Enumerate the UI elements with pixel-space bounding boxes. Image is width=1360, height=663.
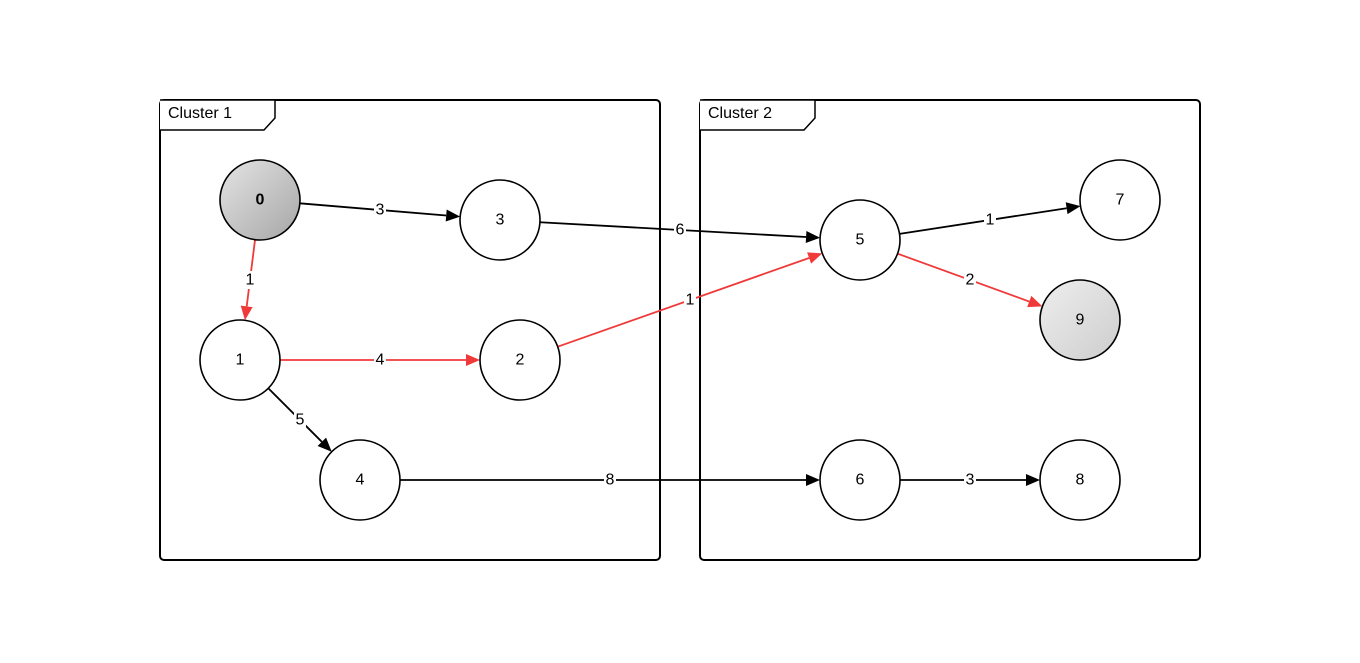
node-8[interactable]: 8 bbox=[1039, 439, 1121, 521]
node-label: 6 bbox=[856, 472, 865, 489]
edge-weight-background bbox=[984, 211, 996, 229]
edge-weight-label: 1 bbox=[246, 272, 255, 289]
node-0[interactable]: 0 bbox=[219, 159, 301, 241]
cluster-1-label: Cluster 1 bbox=[168, 105, 232, 122]
edge-arrowhead bbox=[805, 231, 821, 243]
edge-weight-background bbox=[604, 471, 616, 489]
edge-arrowhead bbox=[317, 437, 332, 452]
edge-line bbox=[299, 202, 447, 217]
edge-1-4: 5 bbox=[267, 387, 332, 452]
cluster-2-label: Cluster 2 bbox=[708, 105, 772, 122]
edge-3-5: 6 bbox=[539, 221, 821, 243]
edge-2-5: 1 bbox=[557, 252, 823, 348]
edge-weight-background bbox=[964, 271, 976, 289]
edge-weight-label: 3 bbox=[376, 202, 385, 219]
node-label: 2 bbox=[516, 352, 525, 369]
edge-arrowhead bbox=[1026, 474, 1040, 486]
edge-0-3: 3 bbox=[299, 201, 461, 222]
node-7[interactable]: 7 bbox=[1079, 159, 1161, 241]
edge-weight-background bbox=[244, 271, 256, 289]
edge-weight-label: 3 bbox=[966, 472, 975, 489]
node-label: 0 bbox=[256, 192, 265, 209]
node-label: 7 bbox=[1116, 192, 1125, 209]
edge-4-6: 8 bbox=[400, 471, 820, 489]
node-label: 4 bbox=[356, 472, 365, 489]
node-circle[interactable] bbox=[1039, 279, 1121, 361]
edge-weight-background bbox=[684, 291, 696, 309]
edge-5-7: 1 bbox=[899, 202, 1081, 235]
edge-weight-label: 2 bbox=[966, 272, 975, 289]
edge-line bbox=[557, 257, 810, 348]
node-circle[interactable] bbox=[199, 319, 281, 401]
node-5[interactable]: 5 bbox=[819, 199, 901, 281]
edge-weight-label: 8 bbox=[606, 472, 615, 489]
cluster-1-tab bbox=[160, 99, 276, 131]
edge-line bbox=[899, 207, 1067, 235]
edge-line bbox=[897, 252, 1030, 303]
edge-arrowhead bbox=[807, 252, 823, 264]
node-label: 3 bbox=[496, 212, 505, 229]
cluster-2-tab bbox=[700, 99, 816, 131]
edge-weight-label: 5 bbox=[296, 412, 305, 429]
edges-layer: 3 1 6 4 5 1 8 1 2 3 bbox=[240, 201, 1081, 489]
edge-line bbox=[539, 221, 807, 238]
node-circle[interactable] bbox=[319, 439, 401, 521]
edge-weight-background bbox=[294, 411, 306, 429]
node-label: 9 bbox=[1076, 312, 1085, 329]
edge-0-1: 1 bbox=[240, 239, 256, 321]
edge-weight-background bbox=[964, 471, 976, 489]
node-circle[interactable] bbox=[1039, 439, 1121, 521]
node-circle[interactable] bbox=[1079, 159, 1161, 241]
edge-1-2: 4 bbox=[280, 351, 480, 369]
node-label: 1 bbox=[236, 352, 245, 369]
node-1[interactable]: 1 bbox=[199, 319, 281, 401]
node-circle[interactable] bbox=[219, 159, 301, 241]
edge-weight-label: 4 bbox=[376, 352, 385, 369]
edge-arrowhead bbox=[466, 354, 480, 366]
edge-6-8: 3 bbox=[900, 471, 1040, 489]
edge-weight-label: 1 bbox=[686, 292, 695, 309]
node-3[interactable]: 3 bbox=[459, 179, 541, 261]
edge-weight-background bbox=[374, 201, 386, 219]
edge-arrowhead bbox=[445, 209, 461, 222]
node-9[interactable]: 9 bbox=[1039, 279, 1121, 361]
node-6[interactable]: 6 bbox=[819, 439, 901, 521]
edge-5-9: 2 bbox=[897, 252, 1043, 308]
node-circle[interactable] bbox=[819, 439, 901, 521]
node-label: 5 bbox=[856, 232, 865, 249]
node-2[interactable]: 2 bbox=[479, 319, 561, 401]
edge-arrowhead bbox=[240, 305, 253, 321]
nodes-layer: 0 1 2 3 4 5 6 7 8 9 bbox=[199, 159, 1161, 521]
node-circle[interactable] bbox=[479, 319, 561, 401]
node-circle[interactable] bbox=[459, 179, 541, 261]
edge-weight-label: 6 bbox=[676, 222, 685, 239]
edge-weight-background bbox=[674, 221, 686, 239]
edge-weight-label: 1 bbox=[986, 212, 995, 229]
edge-arrowhead bbox=[806, 474, 820, 486]
node-circle[interactable] bbox=[819, 199, 901, 281]
edge-arrowhead bbox=[1027, 295, 1043, 308]
node-label: 8 bbox=[1076, 472, 1085, 489]
edge-weight-background bbox=[374, 351, 386, 369]
edge-arrowhead bbox=[1065, 202, 1081, 215]
node-4[interactable]: 4 bbox=[319, 439, 401, 521]
